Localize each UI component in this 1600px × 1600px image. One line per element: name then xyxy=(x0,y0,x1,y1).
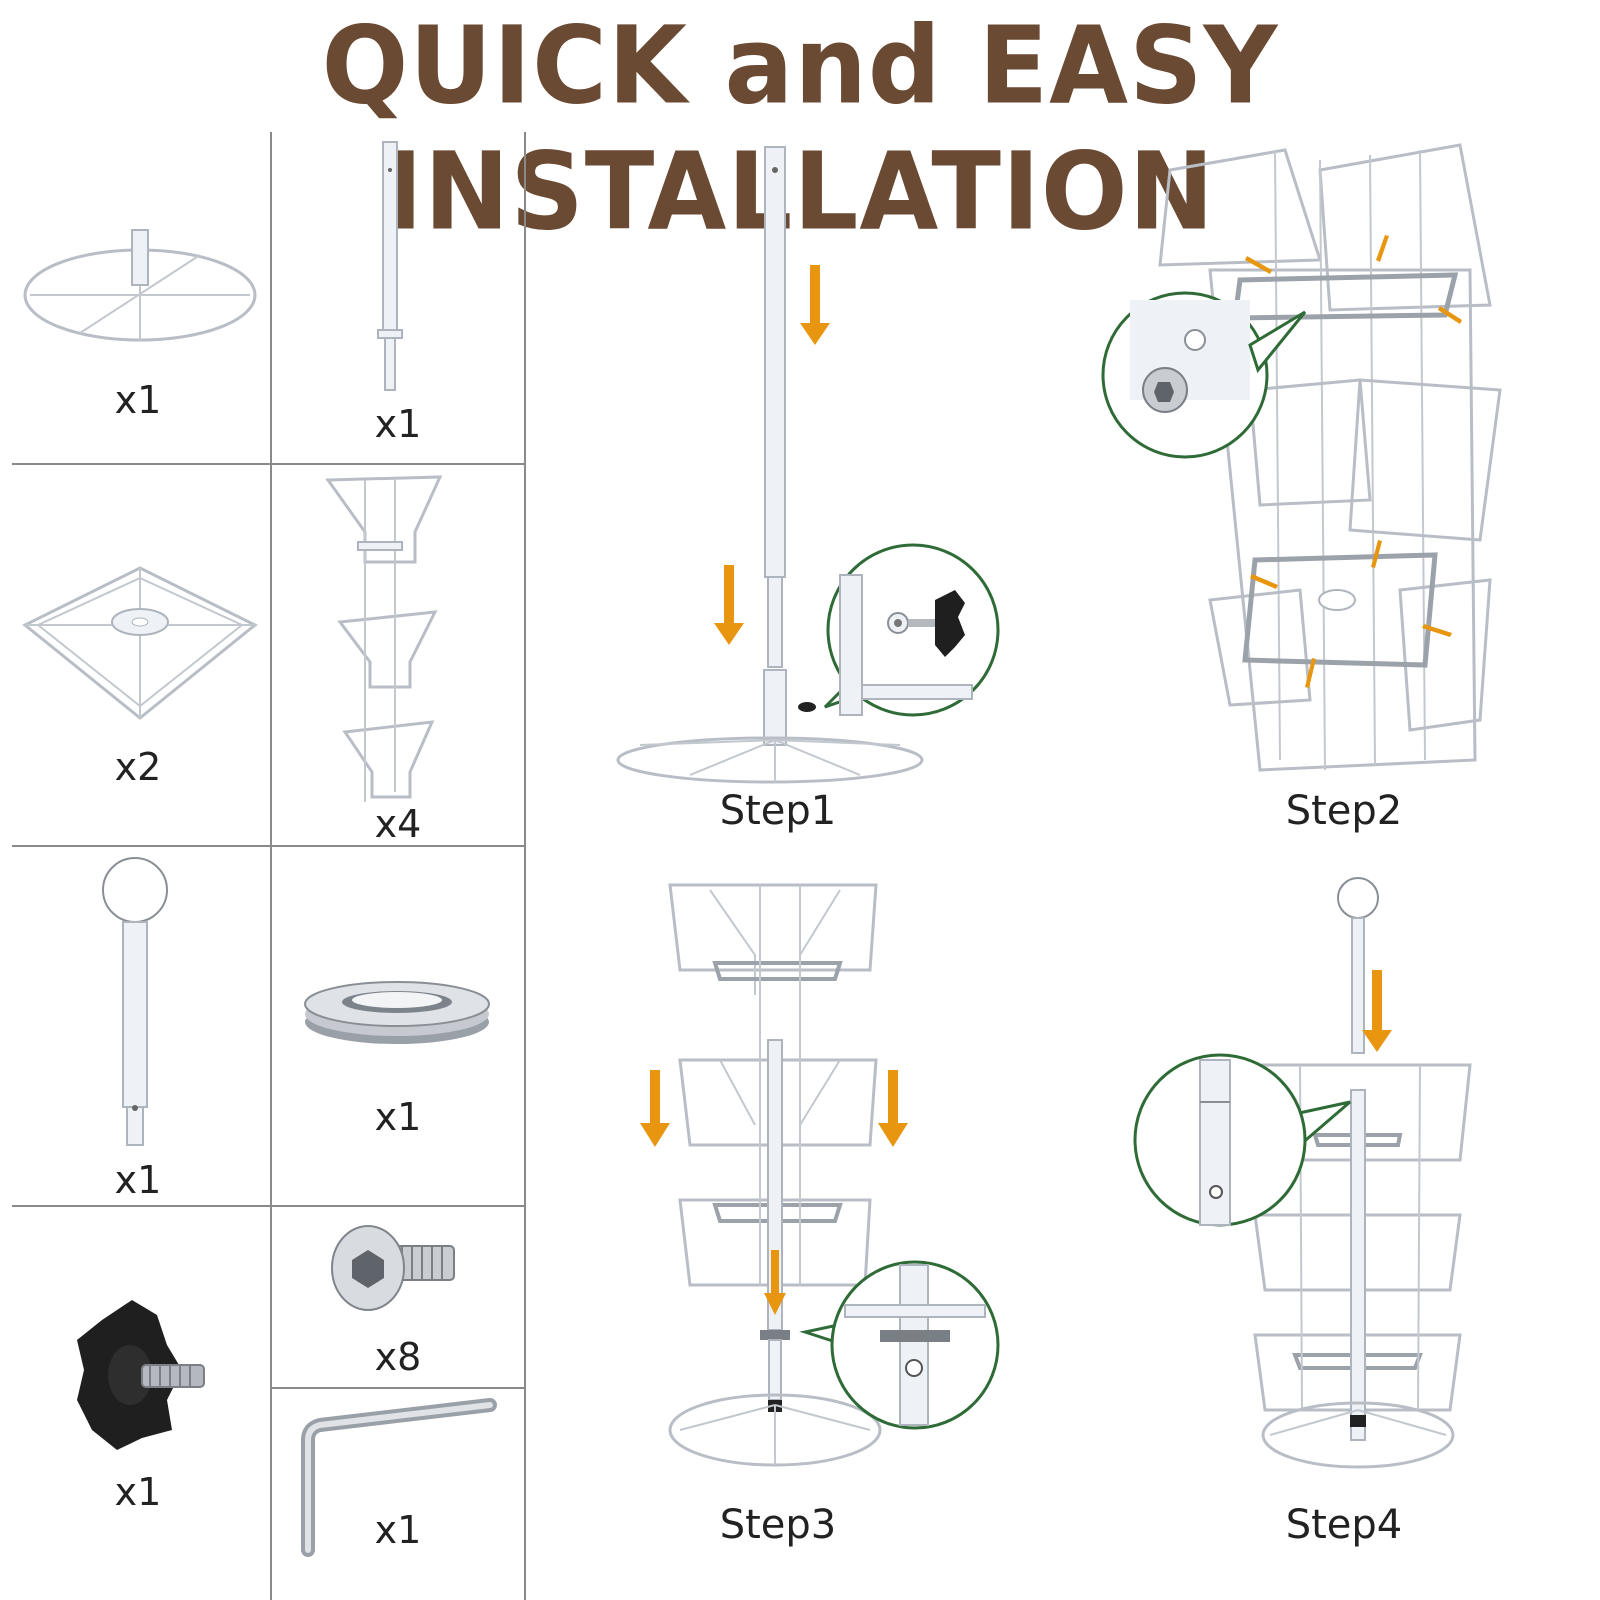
grid-horizontal-2 xyxy=(12,845,524,847)
wire-rack-panel-icon xyxy=(325,475,443,802)
part-qty-square-frame: x2 xyxy=(114,745,162,789)
page-title: QUICK and EASY INSTALLATION xyxy=(321,4,1279,255)
step1-label: Step1 xyxy=(719,788,837,834)
part-qty-bearing: x1 xyxy=(374,1095,422,1139)
step2-label: Step2 xyxy=(1285,788,1403,834)
step4-arrow xyxy=(1362,970,1392,1052)
grid-horizontal-1 xyxy=(12,463,524,465)
step3-illustration xyxy=(640,883,1000,1467)
grid-horizontal-4 xyxy=(270,1387,524,1389)
step3-arrow-right xyxy=(878,1070,908,1147)
step2-illustration xyxy=(1101,143,1502,772)
part-qty-round-base: x1 xyxy=(114,378,162,422)
round-base-icon xyxy=(23,229,257,342)
grid-horizontal-3 xyxy=(12,1205,524,1207)
screw-icon xyxy=(331,1225,455,1311)
step1-zoom-circle xyxy=(826,543,1000,717)
part-qty-top-pole: x1 xyxy=(114,1158,162,1202)
step3-arrow-left xyxy=(640,1070,670,1147)
short-pole-icon xyxy=(377,141,403,391)
part-qty-hex-key: x1 xyxy=(374,1508,422,1552)
bearing-icon xyxy=(304,981,490,1044)
star-knob-icon xyxy=(77,1300,205,1450)
grid-vertical-left xyxy=(270,132,272,1600)
hex-key-icon xyxy=(301,1398,497,1557)
part-qty-wire-rack-panel: x4 xyxy=(374,802,422,846)
square-frame-icon xyxy=(22,566,258,720)
step4-label: Step4 xyxy=(1285,1502,1403,1548)
step1-arrow-bottom xyxy=(714,565,744,645)
part-qty-short-pole: x1 xyxy=(374,402,422,446)
part-qty-star-knob: x1 xyxy=(114,1470,162,1514)
step4-illustration xyxy=(1133,877,1472,1469)
part-qty-screw: x8 xyxy=(374,1335,422,1379)
step1-arrow-top xyxy=(800,265,830,345)
top-pole-with-disc-icon xyxy=(102,857,168,1146)
step1-illustration xyxy=(616,146,1000,784)
grid-vertical-right xyxy=(524,132,526,1600)
step3-label: Step3 xyxy=(719,1502,837,1548)
